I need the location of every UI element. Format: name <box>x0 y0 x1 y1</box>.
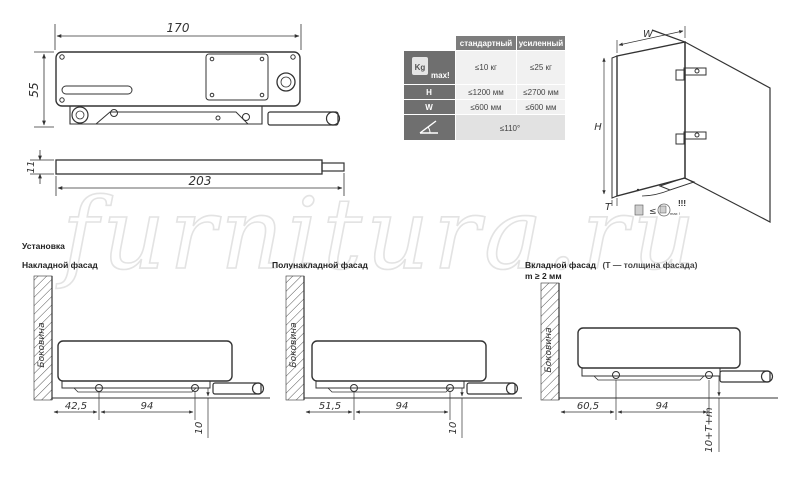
screw-icon <box>191 384 199 392</box>
installation-title: Установка <box>22 241 65 251</box>
mechanism-body <box>57 340 233 382</box>
inset-title-note: (T — толщина фасада) <box>602 260 697 270</box>
push-mechanism <box>658 177 696 191</box>
col-standard-label: стандартный <box>460 39 513 48</box>
row-w-label: W <box>425 103 433 112</box>
screw-hole-icon <box>59 54 65 60</box>
mechanism-housing <box>55 51 301 107</box>
rod-thickness-dimension: 11 <box>26 161 37 174</box>
inset-title-bold: Вкладной фасад <box>525 260 597 270</box>
side-label: Боковина <box>37 322 47 367</box>
hinge-top-icon <box>675 67 707 81</box>
screw-icon <box>242 113 250 121</box>
length-dimension: 170 <box>167 21 190 35</box>
rod-length-dimension: 203 <box>189 174 212 188</box>
weight-icon <box>412 57 428 75</box>
cabinet-diagram: W H T ≤ !!! max ! <box>594 26 771 223</box>
weight-standard: ≤10 кг <box>475 63 497 72</box>
rod-tip-icon <box>325 111 341 126</box>
screw-hole-icon <box>259 56 265 62</box>
header-standard <box>456 36 516 50</box>
inset-title: Вкладной фасад (T — толщина фасада) <box>525 260 698 270</box>
roller-wheel-icon <box>276 72 296 92</box>
side-label: Боковина <box>544 327 554 372</box>
push-rod <box>212 382 262 395</box>
overlay-offset-dimension: 42,5 <box>65 401 87 412</box>
install-overlay: Накладной фасад Боковина 42,5 94 10 <box>22 260 270 438</box>
angle-row-label <box>404 115 455 140</box>
weight-small-icon <box>634 204 644 216</box>
height-label: H <box>594 122 602 133</box>
adjustment-cover <box>205 53 269 101</box>
half-overlay-title: Полунакладной фасад <box>272 260 368 270</box>
side-label: Боковина <box>289 322 299 367</box>
overlay-spacing-dimension: 94 <box>141 401 154 412</box>
push-rod <box>267 111 339 126</box>
install-half-overlay: Полунакладной фасад Боковина 51,5 94 10 <box>272 260 522 438</box>
overlay-height-dimension: 10 <box>194 422 205 435</box>
screw-hole-icon <box>209 92 215 98</box>
rod-body <box>55 159 323 175</box>
hinge-bottom-icon <box>675 131 707 145</box>
mechanism-body <box>311 340 487 382</box>
half-overlay-spacing-dimension: 94 <box>396 401 409 412</box>
screw-icon <box>446 384 454 392</box>
screw-icon <box>705 371 713 379</box>
warning-marks: !!! <box>678 199 686 208</box>
screw-icon <box>350 384 358 392</box>
pivot-wheel-icon <box>71 106 89 124</box>
header-reinforced <box>517 36 565 50</box>
col-reinforced-label: усиленный <box>519 39 564 48</box>
weight-reinforced: ≤25 кг <box>530 63 552 72</box>
install-inset: Вкладной фасад (T — толщина фасада) m ≥ … <box>525 260 778 453</box>
screw-hole-icon <box>290 54 296 60</box>
inset-offset-dimension: 60,5 <box>577 401 599 412</box>
max-label: max! <box>431 71 450 80</box>
width-reinforced: ≤600 мм <box>526 103 557 112</box>
row-h-label: H <box>426 88 432 97</box>
inset-height-dimension: 10+T+m <box>704 407 715 453</box>
rod-end <box>321 162 345 172</box>
screw-hole-icon <box>259 92 265 98</box>
watermark: furnitura.ru <box>55 178 700 292</box>
leq-symbol: ≤ <box>649 207 657 217</box>
screw-hole-icon <box>209 56 215 62</box>
screw-hole-icon <box>59 97 65 103</box>
height-reinforced: ≤2700 мм <box>523 88 558 97</box>
mechanism-top-view: 170 55 <box>27 21 341 128</box>
height-standard: ≤1200 мм <box>468 88 503 97</box>
push-rod <box>719 370 771 383</box>
max-small-label: max ! <box>670 211 680 216</box>
thickness-label: T <box>605 202 612 213</box>
kg-icon-text: Kg <box>415 63 426 72</box>
slot <box>61 85 133 95</box>
spec-table: стандартный усиленный Kg max! ≤10 кг ≤25… <box>404 36 565 140</box>
screw-icon <box>612 371 620 379</box>
half-overlay-height-dimension: 10 <box>448 422 459 435</box>
screw-icon <box>95 384 103 392</box>
overlay-title: Накладной фасад <box>22 260 98 270</box>
mechanism-body <box>577 327 741 369</box>
inset-condition: m ≥ 2 мм <box>525 271 562 281</box>
width-standard: ≤600 мм <box>471 103 502 112</box>
half-overlay-offset-dimension: 51,5 <box>319 401 341 412</box>
push-rod <box>466 382 516 395</box>
rod-side-view: 11 203 <box>26 150 345 196</box>
cabinet-door <box>616 41 686 197</box>
height-dimension: 55 <box>27 82 41 97</box>
base-plate <box>69 106 263 125</box>
angle-value: ≤110° <box>500 124 520 133</box>
inset-spacing-dimension: 94 <box>656 401 669 412</box>
screw-icon <box>110 109 118 117</box>
width-label: W <box>643 29 654 40</box>
